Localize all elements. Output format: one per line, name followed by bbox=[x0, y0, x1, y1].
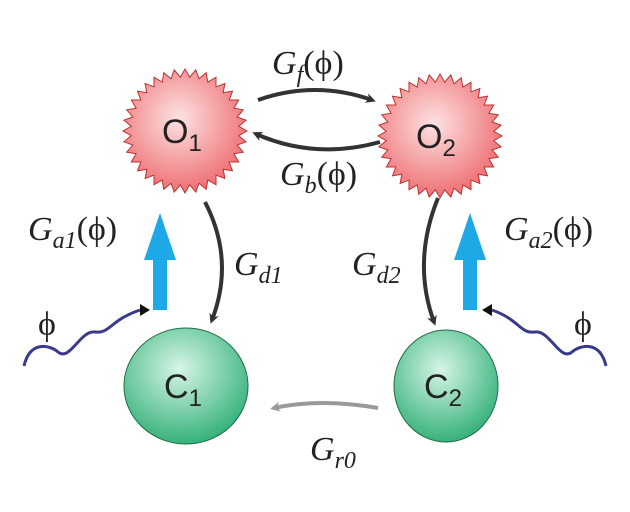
closed-state-c2-shape bbox=[393, 329, 499, 443]
light-wave-left-arrowhead bbox=[140, 304, 150, 316]
activation-arrow-2 bbox=[454, 213, 486, 310]
rate-gd1-label: Gd1 bbox=[234, 246, 283, 289]
forward-arrow bbox=[257, 88, 376, 103]
decay-arrow-1 bbox=[203, 201, 224, 324]
node-c2-label: C2 bbox=[424, 368, 462, 412]
light-wave-left bbox=[22, 308, 141, 367]
rate-ga2-label: Ga2(ϕ) bbox=[504, 211, 593, 254]
backward-arrow bbox=[252, 131, 381, 152]
rate-gb-label: Gb(ϕ) bbox=[280, 156, 357, 199]
open-state-o2-shape bbox=[376, 72, 504, 200]
rate-gr0-label: Gr0 bbox=[310, 431, 356, 474]
activation-arrow-1 bbox=[144, 213, 176, 310]
node-c1-label: C1 bbox=[164, 368, 202, 412]
rate-gd2-label: Gd2 bbox=[352, 246, 401, 289]
rate-gf-label: Gf(ϕ) bbox=[272, 45, 344, 88]
recovery-arrow bbox=[270, 401, 379, 412]
light-label-left: ϕ bbox=[38, 306, 56, 343]
rate-ga1-label: Ga1(ϕ) bbox=[28, 211, 117, 254]
closed-state-c1-shape bbox=[123, 327, 249, 445]
open-state-o1-shape bbox=[121, 67, 249, 195]
decay-arrow-2 bbox=[422, 197, 440, 326]
light-label-right: ϕ bbox=[574, 306, 592, 343]
light-wave-right-arrowhead bbox=[482, 304, 492, 316]
node-o2-label: O2 bbox=[416, 118, 456, 162]
node-o1-label: O1 bbox=[162, 113, 202, 157]
light-wave-right bbox=[491, 308, 608, 367]
